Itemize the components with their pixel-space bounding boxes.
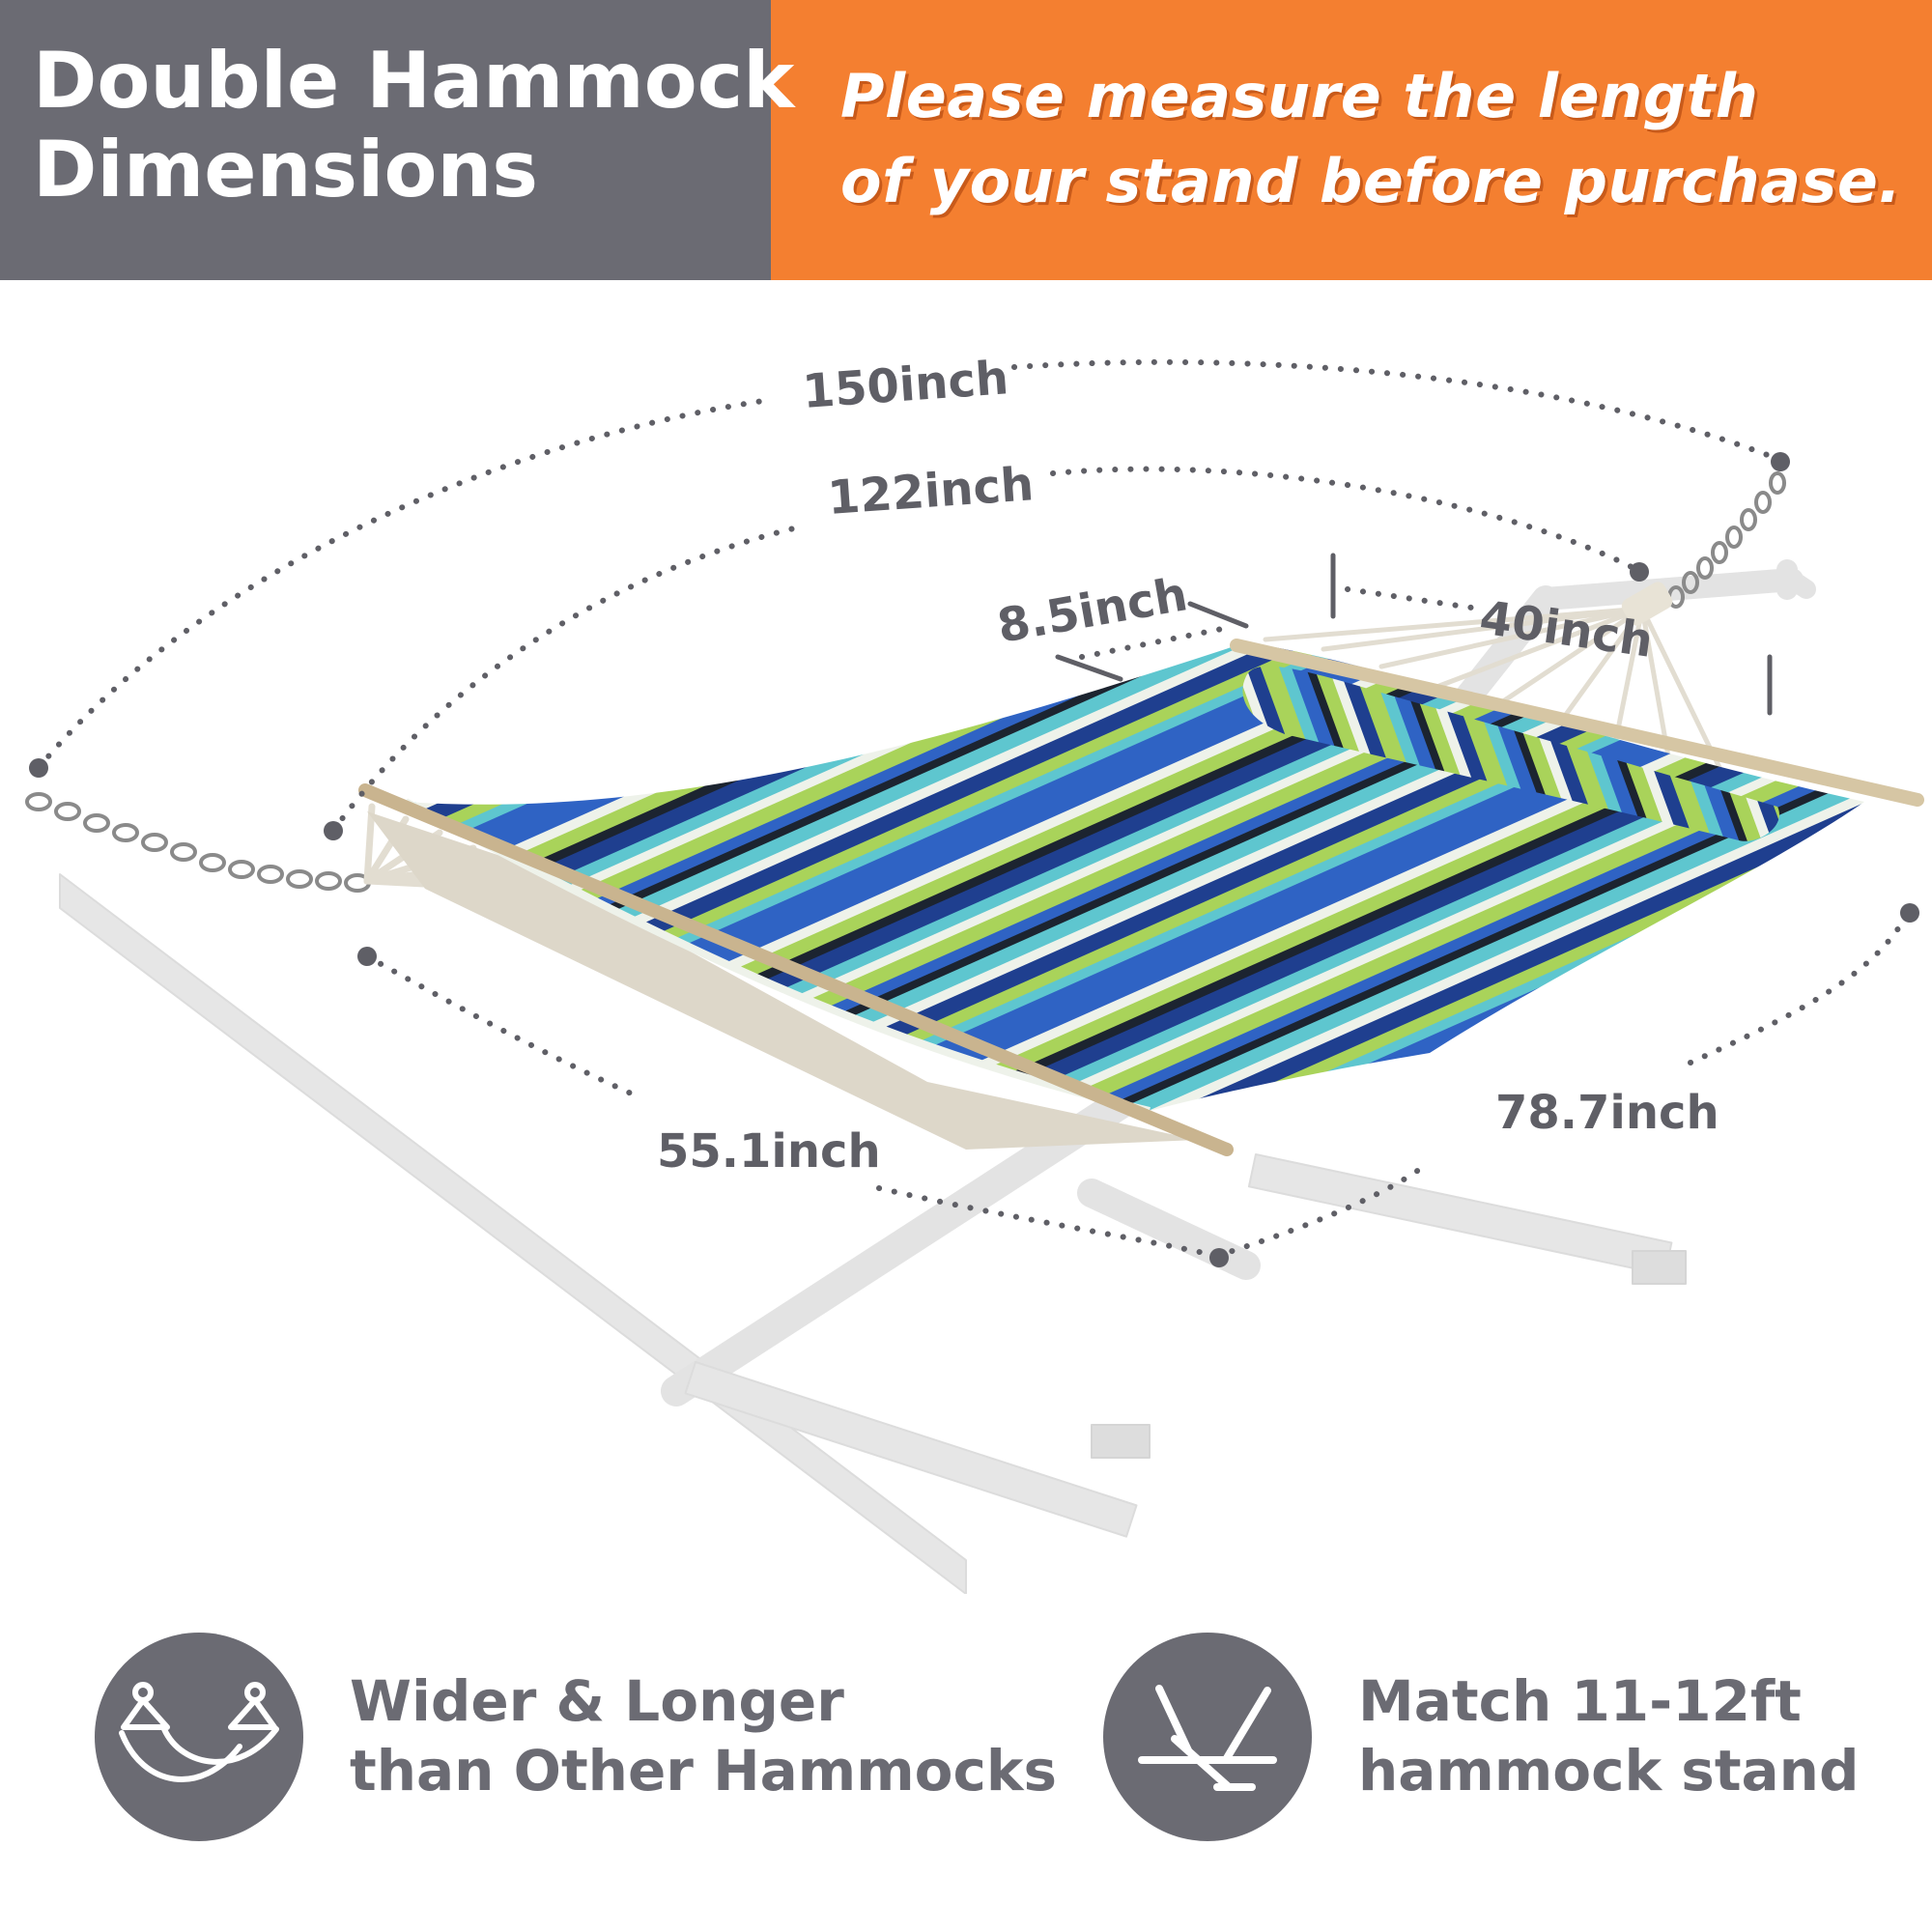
bed-length-side-label: 78.7inch bbox=[1495, 1086, 1719, 1140]
feature-stand-match: Match 11-12ft hammock stand bbox=[1358, 1666, 1860, 1805]
hammock-icon bbox=[119, 1682, 279, 1782]
overall-length-arc-right bbox=[1011, 358, 1780, 462]
pillow-width-line bbox=[1079, 625, 1230, 660]
header-right-panel bbox=[771, 0, 1932, 280]
title-line-2: Dimensions bbox=[33, 125, 538, 214]
feature-2-line-2: hammock stand bbox=[1358, 1738, 1860, 1804]
overall-length-arc bbox=[36, 398, 766, 771]
left-chain bbox=[25, 792, 371, 893]
bed-width-label: 55.1inch bbox=[657, 1124, 881, 1179]
bed-length-side-line bbox=[1214, 1166, 1423, 1259]
right-rope-knot bbox=[1621, 582, 1673, 626]
pillow-length-line bbox=[1345, 586, 1481, 611]
stand-icon bbox=[1138, 1685, 1277, 1791]
stand-icon-circle bbox=[1103, 1633, 1312, 1841]
bed-length-arc bbox=[330, 524, 805, 834]
hammock-diagram: 150inch 122inch 8.5inch 40inch 55.1inch … bbox=[25, 351, 1924, 1594]
bed-width-line-right bbox=[876, 1185, 1220, 1259]
dimension-ticks bbox=[1055, 553, 1773, 716]
near-spreader-bar bbox=[358, 783, 1234, 1156]
feature-1-line-1: Wider & Longer bbox=[350, 1668, 844, 1734]
feature-2-line-1: Match 11-12ft bbox=[1358, 1668, 1802, 1734]
far-spreader-bar bbox=[1230, 639, 1924, 807]
bed-width-line-left bbox=[364, 953, 640, 1099]
bed-length-arc-right bbox=[1050, 466, 1640, 573]
page-title: Double Hammock Dimensions bbox=[33, 37, 794, 214]
header-left-panel bbox=[0, 0, 771, 280]
overall-length-label: 150inch bbox=[801, 351, 1010, 419]
purchase-notice: Please measure the length of your stand … bbox=[840, 54, 1902, 224]
feature-wider-longer: Wider & Longer than Other Hammocks bbox=[350, 1666, 1057, 1805]
hammock-underside bbox=[367, 811, 1198, 1150]
hammock-bed-edge bbox=[404, 798, 1151, 1115]
feature-1-line-2: than Other Hammocks bbox=[350, 1738, 1057, 1804]
hammock-icon-circle bbox=[95, 1633, 303, 1841]
hammock-bed bbox=[406, 642, 1864, 1111]
bed-length-side-line-right bbox=[1688, 910, 1911, 1065]
notice-line-2: of your stand before purchase. bbox=[840, 146, 1902, 216]
dimension-endpoints bbox=[29, 452, 1919, 1267]
bed-length-label: 122inch bbox=[826, 457, 1036, 526]
dimension-lines bbox=[36, 358, 1911, 1259]
pillow bbox=[1242, 666, 1779, 841]
pillow-width-label: 8.5inch bbox=[993, 567, 1191, 654]
title-line-1: Double Hammock bbox=[33, 36, 795, 126]
right-ropes bbox=[1263, 606, 1732, 790]
notice-line-1: Please measure the length bbox=[840, 61, 1759, 131]
